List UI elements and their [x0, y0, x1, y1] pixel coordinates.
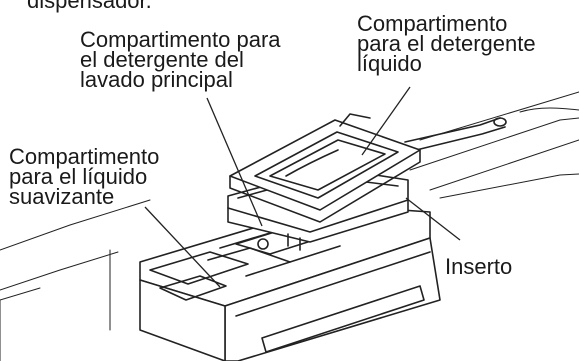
softener-label: Compartimento para el líquido suavizante — [9, 144, 160, 209]
leader-lines — [144, 86, 461, 288]
main-wash-label: Compartimento para el detergente del lav… — [80, 27, 281, 92]
liquid-detergent-cup — [229, 113, 421, 223]
hose — [404, 107, 579, 153]
liquid-detergent-label: Compartimento para el detergente líquido — [357, 11, 536, 76]
top-cut-text: dispensador. — [27, 0, 152, 13]
insert-label: Inserto — [445, 254, 513, 279]
